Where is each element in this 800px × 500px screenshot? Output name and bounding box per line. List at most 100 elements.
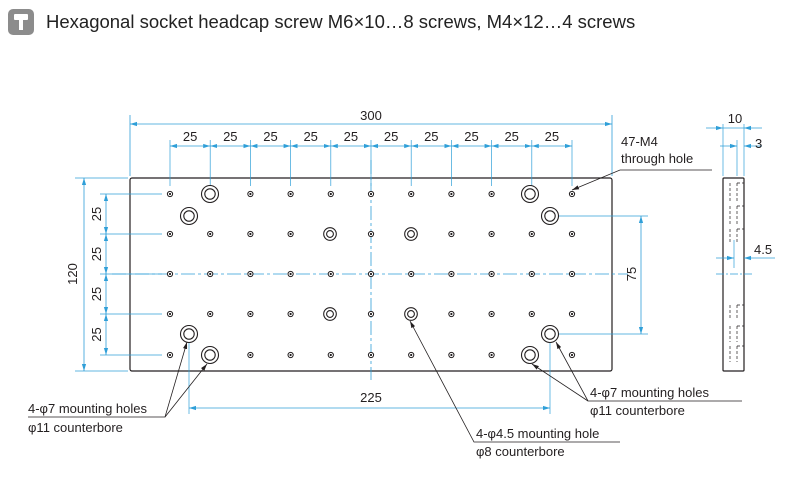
side-view-outline [722, 177, 745, 372]
m4-hole-center [209, 272, 212, 276]
m4-hole-center [450, 353, 453, 357]
counterbore-7-inner [183, 210, 195, 222]
m4-hole-center [570, 232, 574, 236]
m4-hole-center [249, 192, 252, 196]
m4-hole-center [410, 353, 413, 357]
callout-mount45-line2: φ8 counterbore [476, 444, 565, 459]
callout-mount7-left-line1: 4-φ7 mounting holes [28, 401, 147, 416]
m4-hole-center [530, 232, 533, 236]
dim-counterbore-depth: 3 [755, 136, 762, 151]
m4-hole-center [450, 192, 453, 196]
dim-column-spacing: 225 [360, 390, 382, 405]
m4-hole-center [450, 272, 453, 276]
m4-hole-center [570, 312, 574, 316]
counterbore-7-inner [204, 188, 216, 200]
page-title: Hexagonal socket headcap screw M6×10…8 s… [46, 11, 636, 32]
pitch-label-4: 25 [303, 129, 317, 144]
header: Hexagonal socket headcap screw M6×10…8 s… [8, 9, 635, 35]
callout-m4-line2: through hole [621, 151, 693, 166]
m4-hole-center [168, 232, 172, 236]
leader-m4 [571, 169, 712, 191]
pitch-label-7: 25 [424, 129, 438, 144]
dimension-lines [81, 121, 775, 411]
counterbore-7-inner [204, 349, 216, 361]
m4-hole-center [209, 232, 212, 236]
m4-hole-center [289, 232, 292, 236]
m4-hole-center [249, 312, 252, 316]
vertical-pitch-label-2: 25 [89, 247, 104, 261]
leader-mount7-left-2 [164, 363, 208, 418]
hole-pattern [166, 184, 576, 365]
m4-hole-center [329, 192, 332, 196]
vertical-pitch-labels: 25 25 25 25 [89, 207, 104, 342]
m4-hole-center [369, 312, 373, 316]
m4-hole-center [249, 272, 252, 276]
m4-hole-center [490, 192, 493, 196]
pitch-label-5: 25 [344, 129, 358, 144]
m4-hole-center [490, 353, 493, 357]
extension-lines [75, 115, 745, 414]
counterbore-45-inner [407, 230, 415, 238]
m4-hole-center [249, 353, 252, 357]
counterbore-7-inner [524, 349, 536, 361]
counterbore-45-inner [326, 310, 334, 318]
m4-hole-center [530, 312, 533, 316]
leader-mount45 [409, 320, 620, 443]
m4-hole-center [329, 272, 332, 276]
vertical-pitch-label-4: 25 [89, 327, 104, 341]
wrench-icon [8, 9, 34, 35]
pitch-labels: 25 25 25 25 25 25 25 25 25 25 [183, 129, 559, 144]
pitch-label-2: 25 [223, 129, 237, 144]
dim-mid-depth: 4.5 [754, 242, 772, 257]
leader-mount7-right-2 [531, 363, 589, 402]
counterbore-7-inner [544, 328, 556, 340]
pitch-label-1: 25 [183, 129, 197, 144]
m4-hole-center [490, 232, 493, 236]
m4-hole-center [490, 272, 493, 276]
m4-hole-center [450, 232, 453, 236]
m4-hole-center [289, 272, 292, 276]
m4-hole-center [369, 272, 373, 276]
m4-hole-center [369, 232, 373, 236]
m4-hole-center [570, 192, 574, 196]
callout-m4-line1: 47-M4 [621, 134, 658, 149]
counterbore-45-inner [407, 310, 415, 318]
side-view-details [729, 182, 744, 362]
pitch-label-6: 25 [384, 129, 398, 144]
m4-hole-center [289, 353, 292, 357]
pitch-label-10: 25 [545, 129, 559, 144]
counterbore-7-inner [524, 188, 536, 200]
m4-hole-center [168, 353, 172, 357]
m4-hole-center [209, 312, 212, 316]
dim-overall-width: 300 [360, 108, 382, 123]
callout-mount45-line1: 4-φ4.5 mounting hole [476, 426, 599, 441]
m4-hole-center [450, 312, 453, 316]
vertical-pitch-label-3: 25 [89, 287, 104, 301]
m4-hole-center [369, 353, 373, 357]
m4-hole-center [249, 232, 252, 236]
callout-mount7-left-line2: φ11 counterbore [28, 420, 123, 435]
m4-hole-center [168, 192, 172, 196]
m4-hole-center [168, 272, 172, 276]
pitch-label-8: 25 [464, 129, 478, 144]
m4-hole-center [410, 272, 413, 276]
m4-hole-center [168, 312, 172, 316]
dim-row-spacing: 75 [624, 267, 639, 281]
m4-hole-center [490, 312, 493, 316]
leader-lines [28, 169, 742, 443]
dim-height: 120 [65, 263, 80, 285]
m4-hole-center [570, 272, 574, 276]
pitch-label-3: 25 [263, 129, 277, 144]
m4-hole-center [289, 192, 292, 196]
counterbore-45-inner [326, 230, 334, 238]
vertical-pitch-label-1: 25 [89, 207, 104, 221]
callout-mount7-right-line2: φ11 counterbore [590, 403, 685, 418]
m4-hole-center [369, 192, 373, 196]
dim-thickness: 10 [728, 111, 742, 126]
m4-hole-center [530, 272, 533, 276]
counterbore-7-inner [183, 328, 195, 340]
m4-hole-center [329, 353, 332, 357]
counterbore-7-inner [544, 210, 556, 222]
pitch-label-9: 25 [504, 129, 518, 144]
